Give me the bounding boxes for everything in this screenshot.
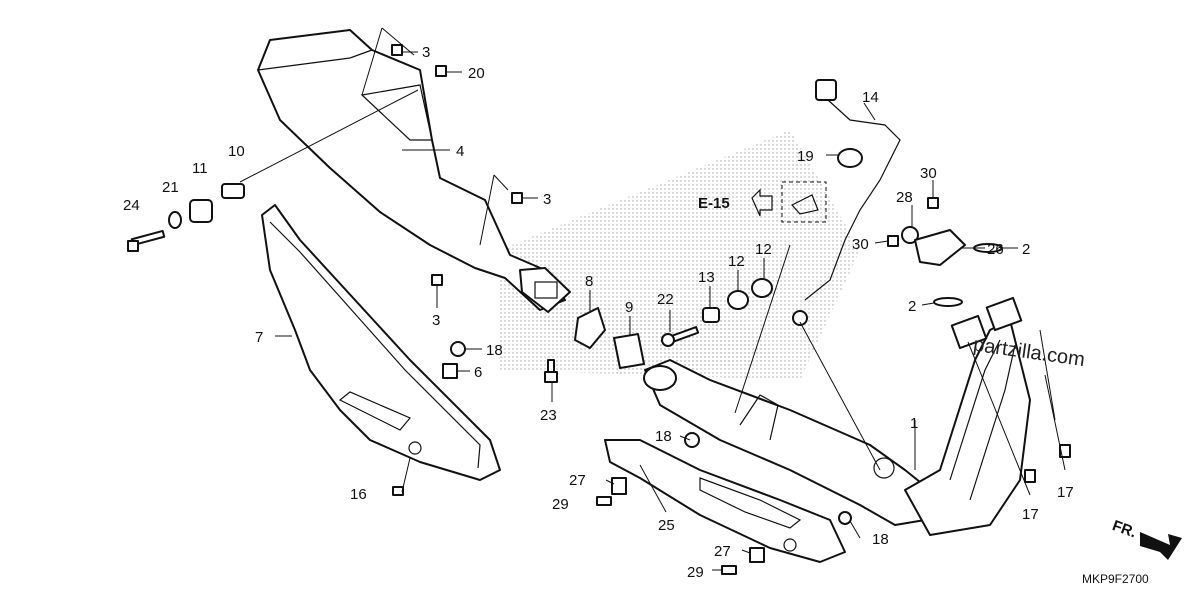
- nut-3b: [511, 192, 523, 204]
- grommet-18c: [838, 511, 852, 525]
- e15-reference: [751, 181, 827, 223]
- callout-label: 1: [910, 415, 918, 432]
- callout-label: 27: [714, 543, 731, 560]
- callout-label: 12: [728, 253, 745, 270]
- callout-label: 13: [698, 269, 715, 286]
- front-label: FR.: [1110, 517, 1139, 541]
- callout-label: 21: [162, 179, 179, 196]
- nut-17a: [1024, 469, 1036, 483]
- callout-label: 8: [585, 273, 593, 290]
- callout-label: 27: [569, 472, 586, 489]
- bolt-22: [661, 326, 700, 347]
- callout-label: 14: [862, 89, 879, 106]
- grommet-18b: [684, 432, 700, 448]
- callout-label: 17: [1057, 484, 1074, 501]
- washer-21: [168, 211, 182, 229]
- bolt-30b: [887, 235, 899, 247]
- callout-label: 7: [255, 329, 263, 346]
- rubber-27b: [749, 547, 765, 563]
- muffler-cover-part: [261, 204, 501, 481]
- callout-label: 19: [797, 148, 814, 165]
- callout-label: 29: [552, 496, 569, 513]
- collar-10: [221, 183, 245, 199]
- grommet-18a: [450, 341, 466, 357]
- diagram-code: MKP9F2700: [1082, 572, 1149, 586]
- callout-label: 3: [432, 312, 440, 329]
- callout-label: 11: [192, 160, 208, 177]
- bolt-16: [392, 486, 404, 496]
- nut-3c: [431, 274, 443, 286]
- bolt-30a: [927, 197, 939, 209]
- callout-label: 17: [1022, 506, 1039, 523]
- bolt-29a: [596, 496, 612, 506]
- gasket-8: [574, 307, 606, 349]
- rubber-12a: [727, 290, 749, 310]
- bracket-26: [914, 229, 966, 266]
- callout-labels: 3 20 4 10 11 21 24 3 3 7 18 6 16 8 9 22 …: [123, 44, 1074, 581]
- rubber-11: [189, 199, 213, 223]
- nut-6: [442, 363, 458, 379]
- callout-label: 18: [655, 428, 672, 445]
- callout-label: 4: [456, 143, 464, 160]
- callout-label: 3: [422, 44, 430, 61]
- collar-13: [702, 307, 720, 323]
- bolt-24: [127, 229, 166, 252]
- gasket-9: [613, 333, 645, 369]
- reference-label: E-15: [698, 195, 730, 212]
- rubber-27a: [611, 477, 627, 495]
- nut-28: [901, 226, 919, 244]
- callout-label: 24: [123, 197, 140, 214]
- callout-label: 9: [625, 299, 633, 316]
- callout-label: 2: [908, 298, 916, 315]
- front-direction-arrow: [1140, 532, 1182, 560]
- callout-label: 6: [474, 364, 482, 381]
- callout-label: 3: [543, 191, 551, 208]
- callout-label: 26: [987, 241, 1004, 258]
- callout-label: 20: [468, 65, 485, 82]
- bolt-29b: [721, 565, 737, 575]
- nut-17b: [1059, 444, 1071, 458]
- bolt-23: [544, 359, 558, 383]
- callout-label: 12: [755, 241, 772, 258]
- callout-label: 23: [540, 407, 557, 424]
- gasket-2a: [933, 297, 963, 307]
- callout-label: 28: [896, 189, 913, 206]
- exhaust-muffler-part: [643, 296, 1031, 536]
- callout-label: 22: [657, 291, 674, 308]
- leader-lines: [239, 27, 1066, 571]
- callout-label: 2: [1022, 241, 1030, 258]
- muffler-protector-part: [257, 29, 571, 313]
- callout-label: 29: [687, 564, 704, 581]
- callout-label: 18: [486, 342, 503, 359]
- callout-label: 25: [658, 517, 675, 534]
- callout-label: 10: [228, 143, 245, 160]
- callout-label: 30: [852, 236, 869, 253]
- callout-label: 18: [872, 531, 889, 548]
- sensor-wire-14: [792, 79, 901, 326]
- rubber-12b: [751, 278, 773, 298]
- callout-label: 30: [920, 165, 937, 182]
- clamp-19: [837, 148, 863, 168]
- heat-shield-part: [604, 439, 846, 563]
- callout-label: 16: [350, 486, 367, 503]
- nut-3a: [391, 44, 403, 56]
- nut-20: [435, 65, 447, 77]
